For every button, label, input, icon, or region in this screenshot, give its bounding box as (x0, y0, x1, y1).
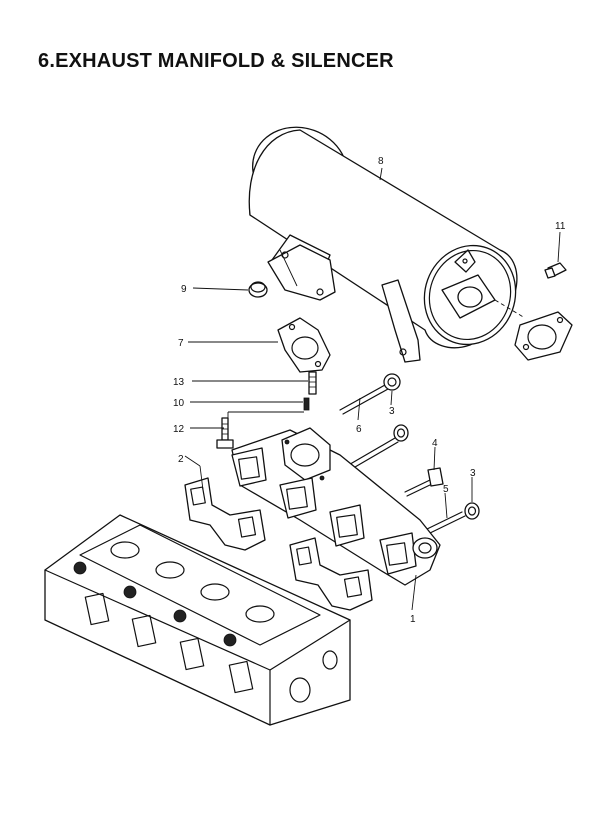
bolt-11 (544, 262, 567, 279)
manifold-gasket-upper (184, 477, 266, 551)
callout-6: 6 (356, 424, 362, 435)
page-title: 6.EXHAUST MANIFOLD & SILENCER (38, 50, 394, 72)
nut-3-middle (393, 424, 409, 442)
nut-3-upper (383, 373, 401, 391)
cylinder-head (44, 514, 351, 726)
pin-10 (303, 397, 310, 411)
callout-3a: 3 (389, 406, 395, 417)
leader-lines (184, 167, 561, 611)
callout-8: 8 (378, 156, 384, 167)
bolt-4 (404, 467, 444, 497)
nut-3-lower (464, 502, 480, 520)
stud-6 (339, 384, 399, 475)
stud-5 (424, 511, 466, 535)
callout-2: 2 (178, 454, 184, 465)
manifold-gasket-lower (289, 537, 373, 611)
callout-10: 10 (173, 398, 185, 409)
callout-7: 7 (178, 338, 184, 349)
callout-4: 4 (432, 438, 438, 449)
gasket-7 (277, 317, 331, 373)
callout-1: 1 (410, 614, 416, 625)
callout-12: 12 (173, 424, 185, 435)
callout-3b: 3 (470, 468, 476, 479)
bolt-12 (216, 417, 234, 449)
outlet-gasket (514, 311, 573, 361)
callout-9: 9 (181, 284, 187, 295)
callout-5: 5 (443, 484, 449, 495)
nut-9 (248, 281, 268, 298)
callout-11: 11 (555, 221, 566, 232)
callout-13: 13 (173, 377, 185, 388)
stud-13 (308, 371, 317, 395)
silencer (248, 126, 518, 363)
exhaust-manifold (231, 427, 441, 586)
